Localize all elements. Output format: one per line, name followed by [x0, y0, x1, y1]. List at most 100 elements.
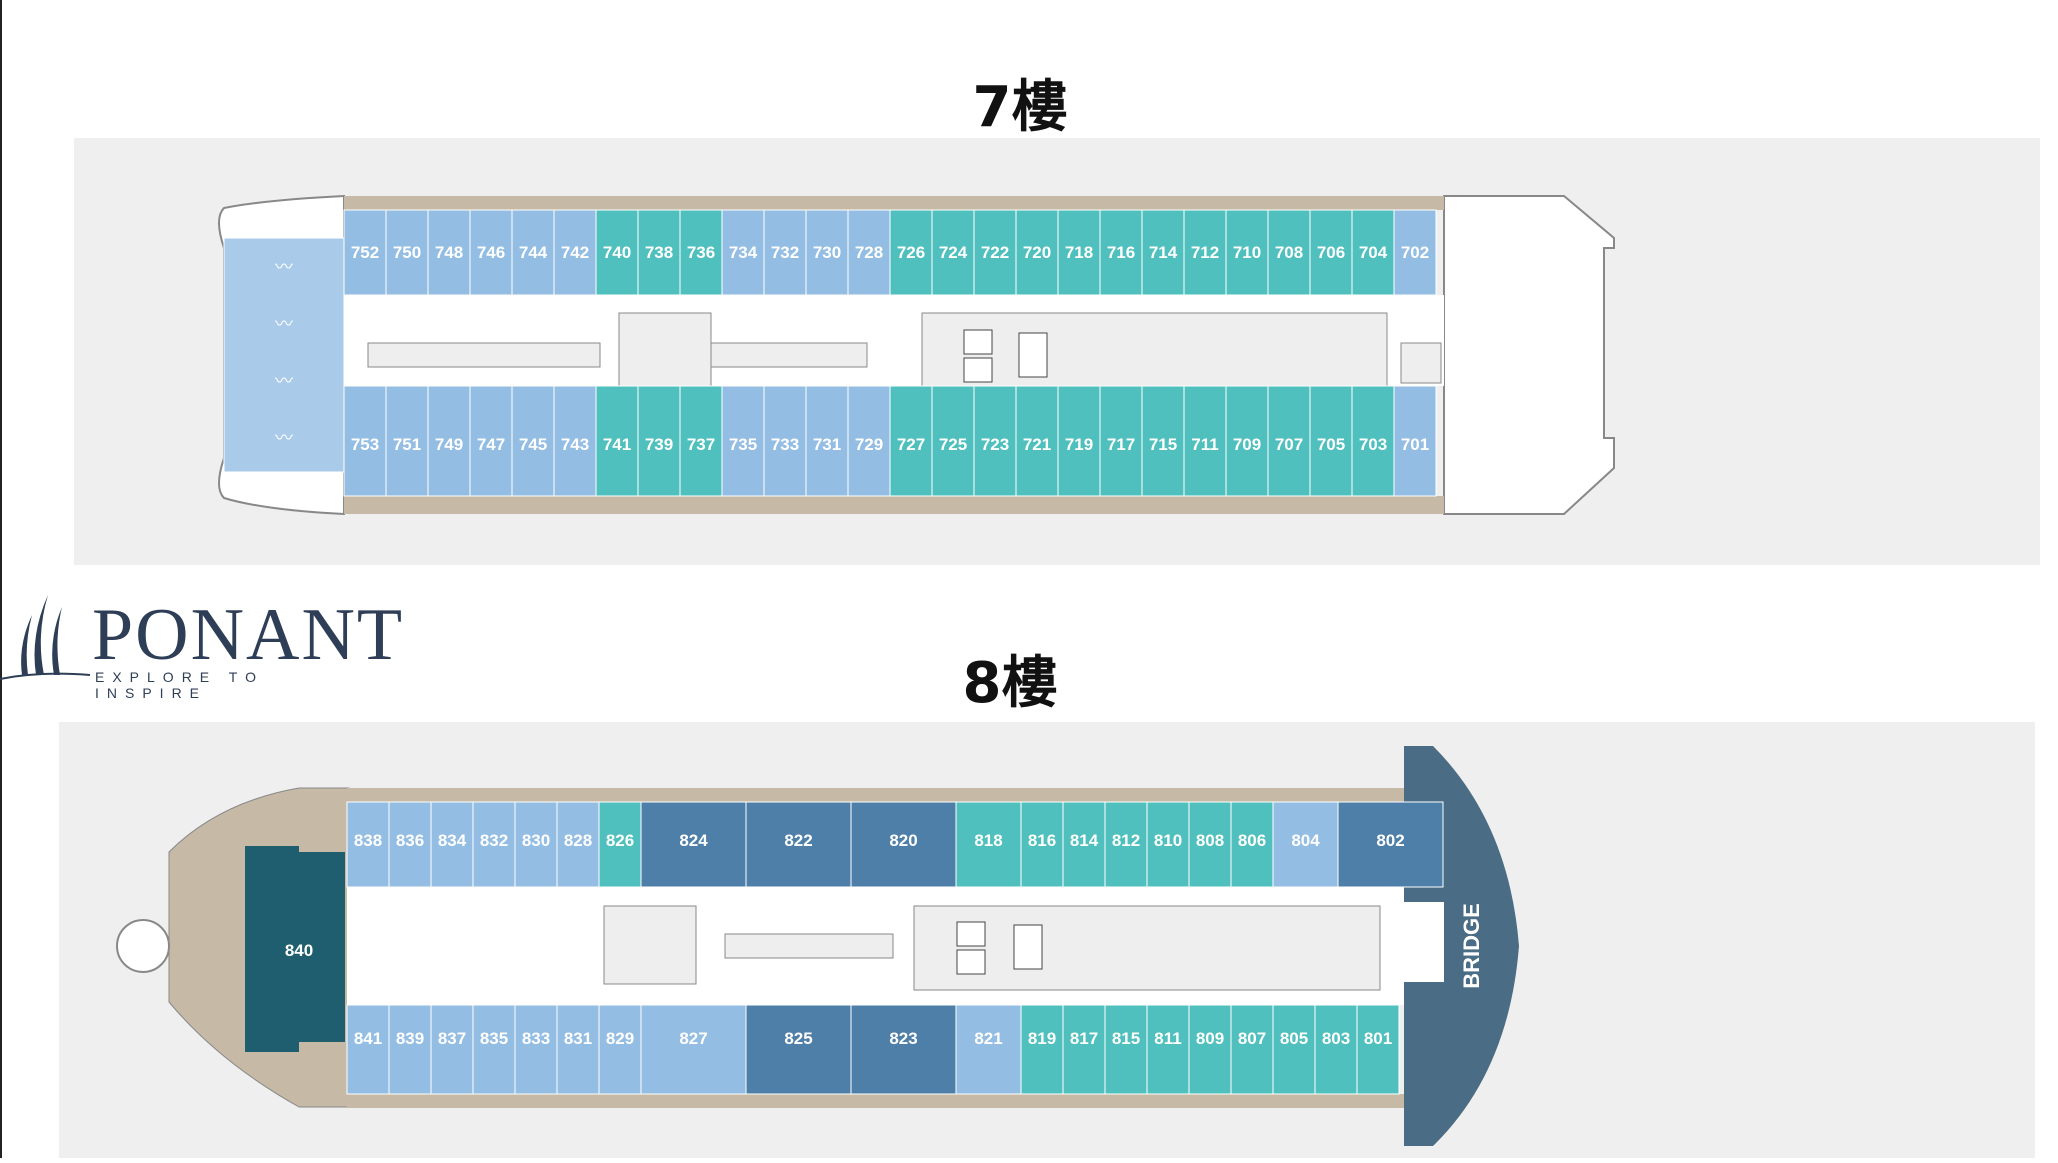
cabin-748[interactable]: 748 [435, 243, 463, 262]
cabin-834[interactable]: 834 [438, 831, 467, 850]
cabin-719[interactable]: 719 [1065, 435, 1093, 454]
cabin-838-room[interactable] [346, 801, 390, 888]
cabin-818-room[interactable] [955, 801, 1022, 888]
cabin-821-room[interactable] [955, 1004, 1022, 1095]
cabin-705[interactable]: 705 [1317, 435, 1345, 454]
cabin-722[interactable]: 722 [981, 243, 1009, 262]
cabin-825[interactable]: 825 [784, 1029, 812, 1048]
cabin-752-room[interactable] [343, 209, 387, 296]
cabin-712-room[interactable] [1183, 209, 1227, 296]
cabin-809[interactable]: 809 [1196, 1029, 1224, 1048]
cabin-703[interactable]: 703 [1359, 435, 1387, 454]
cabin-749[interactable]: 749 [435, 435, 463, 454]
cabin-746[interactable]: 746 [477, 243, 505, 262]
cabin-720[interactable]: 720 [1023, 243, 1051, 262]
cabin-808-room[interactable] [1188, 801, 1232, 888]
cabin-740-room[interactable] [595, 209, 639, 296]
cabin-712[interactable]: 712 [1191, 243, 1219, 262]
cabin-706-room[interactable] [1309, 209, 1353, 296]
cabin-837-room[interactable] [430, 1004, 474, 1095]
cabin-749-room[interactable] [427, 385, 471, 497]
cabin-804-room[interactable] [1272, 801, 1339, 888]
cabin-715-room[interactable] [1141, 385, 1185, 497]
cabin-708[interactable]: 708 [1275, 243, 1303, 262]
cabin-807[interactable]: 807 [1238, 1029, 1266, 1048]
cabin-839-room[interactable] [388, 1004, 432, 1095]
cabin-806[interactable]: 806 [1238, 831, 1266, 850]
cabin-840[interactable]: 840 [285, 941, 313, 960]
cabin-730-room[interactable] [805, 209, 849, 296]
cabin-721-room[interactable] [1015, 385, 1059, 497]
cabin-832-room[interactable] [472, 801, 516, 888]
cabin-828-room[interactable] [556, 801, 600, 888]
cabin-745[interactable]: 745 [519, 435, 547, 454]
cabin-707-room[interactable] [1267, 385, 1311, 497]
cabin-724[interactable]: 724 [939, 243, 968, 262]
cabin-829[interactable]: 829 [606, 1029, 634, 1048]
cabin-733-room[interactable] [763, 385, 807, 497]
cabin-801[interactable]: 801 [1364, 1029, 1392, 1048]
cabin-820-room[interactable] [850, 801, 957, 888]
cabin-812-room[interactable] [1104, 801, 1148, 888]
cabin-751[interactable]: 751 [393, 435, 421, 454]
cabin-747[interactable]: 747 [477, 435, 505, 454]
cabin-704[interactable]: 704 [1359, 243, 1388, 262]
cabin-837[interactable]: 837 [438, 1029, 466, 1048]
cabin-711[interactable]: 711 [1191, 435, 1218, 454]
cabin-734[interactable]: 734 [729, 243, 758, 262]
cabin-753[interactable]: 753 [351, 435, 379, 454]
cabin-739[interactable]: 739 [645, 435, 673, 454]
cabin-737[interactable]: 737 [687, 435, 715, 454]
cabin-711-room[interactable] [1183, 385, 1227, 497]
cabin-732[interactable]: 732 [771, 243, 799, 262]
cabin-826[interactable]: 826 [606, 831, 634, 850]
cabin-815-room[interactable] [1104, 1004, 1148, 1095]
cabin-745-room[interactable] [511, 385, 555, 497]
cabin-707[interactable]: 707 [1275, 435, 1303, 454]
cabin-730[interactable]: 730 [813, 243, 841, 262]
cabin-833[interactable]: 833 [522, 1029, 550, 1048]
cabin-731[interactable]: 731 [813, 435, 841, 454]
cabin-801-room[interactable] [1356, 1004, 1400, 1095]
cabin-817[interactable]: 817 [1070, 1029, 1098, 1048]
cabin-728[interactable]: 728 [855, 243, 883, 262]
cabin-738-room[interactable] [637, 209, 681, 296]
cabin-822[interactable]: 822 [784, 831, 812, 850]
cabin-737-room[interactable] [679, 385, 723, 497]
cabin-836[interactable]: 836 [396, 831, 424, 850]
cabin-803[interactable]: 803 [1322, 1029, 1350, 1048]
cabin-719-room[interactable] [1057, 385, 1101, 497]
cabin-832[interactable]: 832 [480, 831, 508, 850]
cabin-811-room[interactable] [1146, 1004, 1190, 1095]
cabin-830[interactable]: 830 [522, 831, 550, 850]
cabin-729[interactable]: 729 [855, 435, 883, 454]
cabin-720-room[interactable] [1015, 209, 1059, 296]
cabin-750[interactable]: 750 [393, 243, 421, 262]
cabin-717-room[interactable] [1099, 385, 1143, 497]
cabin-703-room[interactable] [1351, 385, 1395, 497]
cabin-732-room[interactable] [763, 209, 807, 296]
cabin-841[interactable]: 841 [354, 1029, 382, 1048]
cabin-709[interactable]: 709 [1233, 435, 1261, 454]
cabin-729-room[interactable] [847, 385, 891, 497]
cabin-834-room[interactable] [430, 801, 474, 888]
cabin-821[interactable]: 821 [974, 1029, 1002, 1048]
cabin-701-room[interactable] [1393, 385, 1437, 497]
cabin-835[interactable]: 835 [480, 1029, 508, 1048]
cabin-716[interactable]: 716 [1107, 243, 1135, 262]
cabin-744[interactable]: 744 [519, 243, 548, 262]
cabin-736-room[interactable] [679, 209, 723, 296]
cabin-822-room[interactable] [745, 801, 852, 888]
cabin-831[interactable]: 831 [564, 1029, 592, 1048]
cabin-752[interactable]: 752 [351, 243, 379, 262]
cabin-828[interactable]: 828 [564, 831, 592, 850]
cabin-742-room[interactable] [553, 209, 597, 296]
cabin-748-room[interactable] [427, 209, 471, 296]
cabin-742[interactable]: 742 [561, 243, 589, 262]
cabin-736[interactable]: 736 [687, 243, 715, 262]
cabin-726-room[interactable] [889, 209, 933, 296]
cabin-835-room[interactable] [472, 1004, 516, 1095]
cabin-838[interactable]: 838 [354, 831, 382, 850]
cabin-802-room[interactable] [1337, 801, 1444, 888]
cabin-721[interactable]: 721 [1023, 435, 1051, 454]
